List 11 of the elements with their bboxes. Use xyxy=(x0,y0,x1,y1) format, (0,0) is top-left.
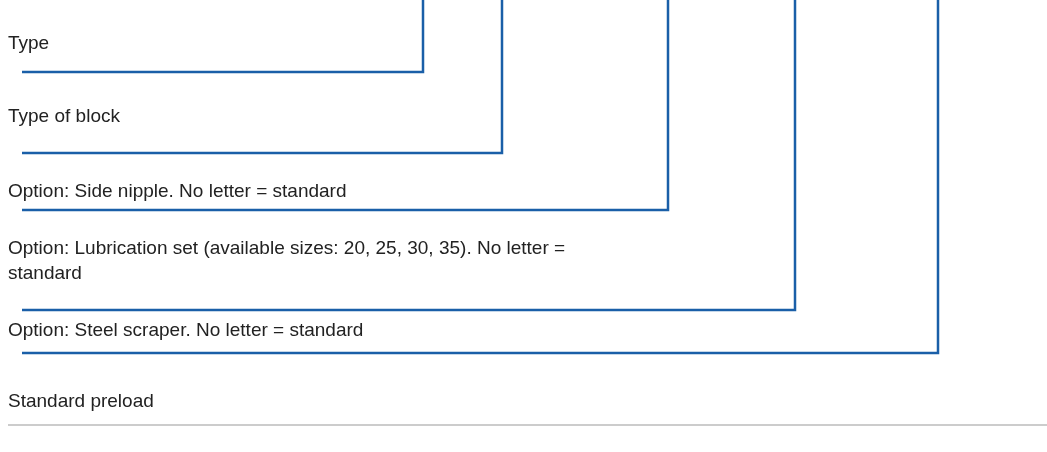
option-text: Option: Lubrication set (available sizes: 20, 25, 30, 35). No letter = standard xyxy=(8,236,567,285)
leader-line xyxy=(22,0,670,212)
option-text: Option: Steel scraper. No letter = standard xyxy=(8,318,365,342)
leader-line xyxy=(22,0,797,312)
option-text: Type xyxy=(8,31,51,55)
leader-line xyxy=(22,0,425,74)
note-text: Standard preload xyxy=(8,389,154,413)
option-text: Type of block xyxy=(8,104,121,128)
leader-line xyxy=(22,0,940,355)
leader-line xyxy=(22,0,504,155)
option-text: Option: Side nipple. No letter = standard xyxy=(8,179,348,203)
